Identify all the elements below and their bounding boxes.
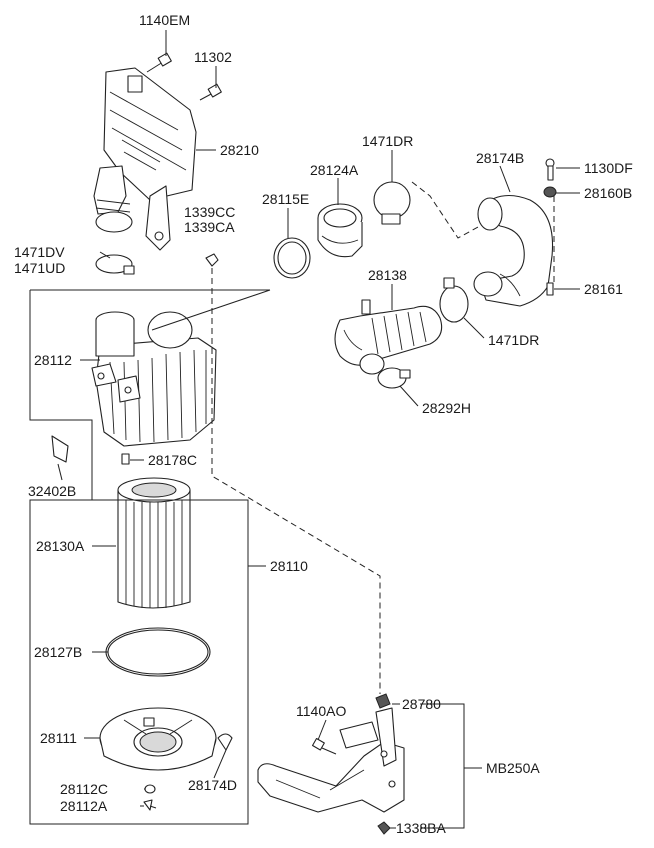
label-28112a: 28112A xyxy=(60,798,108,814)
label-1338ba: 1338BA xyxy=(396,820,446,836)
label-28161: 28161 xyxy=(584,281,623,297)
resonator-duct-28210 xyxy=(93,67,197,251)
label-11302: 11302 xyxy=(194,49,232,65)
label-1140em: 1140EM xyxy=(139,12,190,28)
label-32402b: 32402B xyxy=(28,483,76,499)
label-28174d: 28174D xyxy=(188,777,237,793)
label-28127b: 28127B xyxy=(34,644,82,660)
nut-1338ba xyxy=(377,821,391,835)
bolt-1140em xyxy=(146,52,172,73)
label-28115e: 28115E xyxy=(262,191,309,207)
label-1471dr-top: 1471DR xyxy=(362,133,413,149)
label-28138: 28138 xyxy=(368,267,407,283)
label-mb250a: MB250A xyxy=(486,760,540,776)
label-28174b: 28174B xyxy=(476,150,524,166)
label-1471dv: 1471DV xyxy=(14,244,65,260)
tag-32402b xyxy=(51,435,69,463)
bolt-1140ao xyxy=(311,737,337,755)
label-1471dr-mid: 1471DR xyxy=(488,332,539,348)
part-number-labels: 1140EM 11302 28210 1471DR 28124A 28174B … xyxy=(14,12,633,836)
label-28292h: 28292H xyxy=(422,400,471,416)
hose-28174b xyxy=(473,194,554,307)
grommet-28160b xyxy=(543,186,557,198)
bolt-11302 xyxy=(199,83,222,101)
clamp-28292h xyxy=(377,367,411,389)
plug-28178c xyxy=(121,453,130,465)
bracket-mb250a xyxy=(257,707,405,813)
label-1339cc: 1339CC xyxy=(184,204,235,220)
clamp-1471dr-top xyxy=(373,181,411,225)
cover-28111 xyxy=(99,707,217,771)
dashed-routing-lines xyxy=(211,181,555,694)
filter-element-28130a xyxy=(117,477,191,609)
nut-28112c xyxy=(144,784,156,794)
label-1130df: 1130DF xyxy=(584,160,633,176)
screw-28112a xyxy=(143,799,157,811)
air-cleaner-body-28112 xyxy=(91,311,217,447)
assembly-frames xyxy=(29,289,482,829)
adapter-28124a xyxy=(317,203,363,258)
label-1140ao: 1140AO xyxy=(296,703,346,719)
o-ring-28115e xyxy=(273,237,311,279)
fastener-1339cc xyxy=(205,253,219,267)
bolt-1130df xyxy=(545,158,555,181)
clip-28174d xyxy=(217,733,233,751)
clamp-1471dv xyxy=(95,254,135,275)
label-28780: 28780 xyxy=(402,696,441,712)
label-28111: 28111 xyxy=(40,730,77,746)
fastener-28780 xyxy=(375,693,391,709)
label-1339ca: 1339CA xyxy=(184,219,235,235)
label-28130a: 28130A xyxy=(36,538,85,554)
intake-hose-28138 xyxy=(334,299,443,375)
label-1471ud: 1471UD xyxy=(14,260,65,276)
label-28178c: 28178C xyxy=(148,452,197,468)
gasket-28127b xyxy=(105,627,211,677)
label-28110: 28110 xyxy=(270,558,308,574)
leader-lines xyxy=(57,30,580,829)
label-28210: 28210 xyxy=(220,142,259,158)
stud-28161 xyxy=(546,282,554,296)
label-28124a: 28124A xyxy=(310,162,359,178)
label-28112c: 28112C xyxy=(60,781,108,797)
clamp-1471dr-mid xyxy=(439,277,469,323)
label-28160b: 28160B xyxy=(584,185,632,201)
label-28112: 28112 xyxy=(34,352,72,368)
